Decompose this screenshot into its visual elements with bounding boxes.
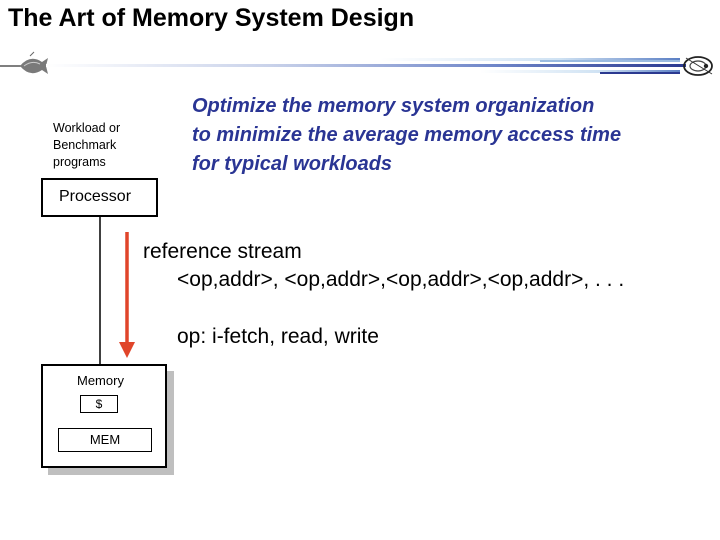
reference-stream-arrow [119, 232, 135, 358]
fish-icon [20, 51, 48, 74]
design-goal-text: Optimize the memory system organization … [192, 92, 621, 179]
operations-label: op: i-fetch, read, write [177, 325, 379, 348]
goal-line: Optimize the memory system organization [192, 95, 595, 117]
cache-box: $ [80, 395, 118, 413]
goal-line: for typical workloads [192, 153, 393, 175]
reference-stream-label: reference stream [143, 240, 302, 263]
memory-label: Memory [77, 373, 124, 388]
processor-label: Processor [59, 188, 132, 205]
processor-box [41, 178, 158, 217]
reference-stream-text: reference stream <op,addr>, <op,addr>,<o… [143, 238, 624, 294]
goal-line: to minimize the average memory access ti… [192, 124, 622, 146]
header-decoration [0, 51, 713, 76]
workload-line: Benchmark [53, 138, 117, 152]
workload-line: programs [53, 155, 106, 169]
main-memory-box: MEM [58, 428, 152, 452]
reference-stream-sequence: <op,addr>, <op,addr>,<op,addr>,<op,addr>… [177, 268, 625, 291]
slide-title: The Art of Memory System Design [8, 4, 415, 32]
ring-icon [683, 56, 713, 76]
workload-text: Workload or Benchmark programs [53, 120, 120, 171]
workload-line: Workload or [53, 121, 121, 135]
